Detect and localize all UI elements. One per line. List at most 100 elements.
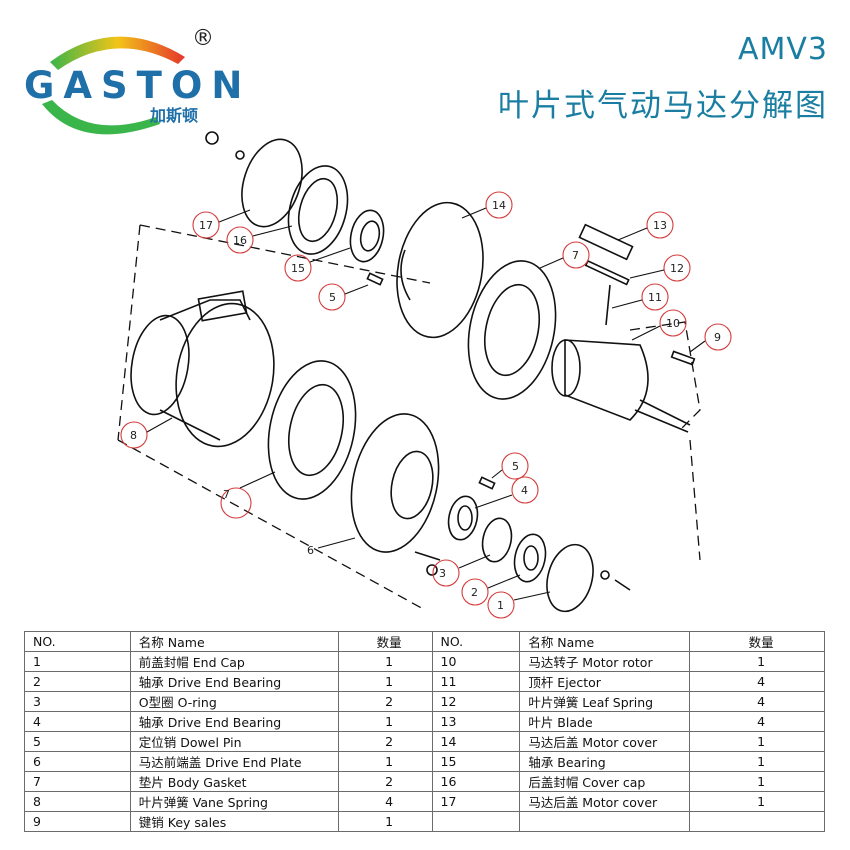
table-cell: 4 — [689, 711, 825, 732]
table-cell: 2 — [337, 691, 433, 712]
brand-name-cn: 加斯顿 — [150, 106, 199, 125]
table-cell: 5 — [24, 731, 131, 752]
svg-text:7: 7 — [223, 488, 230, 501]
table-cell: 7 — [24, 771, 131, 792]
header-qty: 数量 — [337, 631, 433, 652]
table-cell: 15 — [431, 751, 521, 772]
svg-text:10: 10 — [666, 317, 680, 330]
svg-text:5: 5 — [512, 460, 519, 473]
table-cell: 定位销 Dowel Pin — [129, 731, 339, 752]
table-cell: 9 — [24, 811, 131, 832]
table-cell: 前盖封帽 End Cap — [129, 651, 339, 672]
callout-7-lower: 7 — [220, 471, 276, 519]
part-7-gasket-lower — [267, 360, 357, 500]
callout-10: 10 — [631, 309, 687, 341]
callout-13: 13 — [617, 211, 674, 241]
table-cell: O型圈 O-ring — [129, 691, 339, 712]
part-15-bearing — [349, 209, 385, 263]
callout-8: 8 — [120, 417, 173, 449]
callout-3: 3 — [432, 554, 491, 587]
table-cell: 1 — [337, 671, 433, 692]
table-cell: 6 — [24, 751, 131, 772]
table-cell: 1 — [337, 751, 433, 772]
part-17-cover-disc — [241, 138, 303, 228]
svg-text:6: 6 — [307, 544, 314, 557]
callout-14: 14 — [461, 191, 513, 219]
table-cell: 1 — [24, 651, 131, 672]
svg-text:15: 15 — [291, 262, 305, 275]
callout-1: 1 — [487, 591, 551, 619]
table-cell: 马达转子 Motor rotor — [519, 651, 691, 672]
part-10-rotor — [564, 339, 649, 421]
svg-text:16: 16 — [233, 234, 247, 247]
table-cell: 马达后盖 Motor cover — [519, 791, 691, 812]
callout-11: 11 — [611, 283, 669, 311]
svg-text:12: 12 — [670, 262, 684, 275]
table-cell: 轴承 Drive End Bearing — [129, 711, 339, 732]
callout-5-lower: 5 — [491, 452, 529, 480]
header-name-2: 名称 Name — [519, 631, 691, 652]
table-cell: 1 — [689, 791, 825, 812]
table-cell — [431, 811, 521, 832]
table-cell: 11 — [431, 671, 521, 692]
table-cell: 4 — [24, 711, 131, 732]
part-1-end-cap — [546, 543, 594, 613]
callout-5-upper: 5 — [318, 283, 369, 311]
model-title: AMV3 — [737, 32, 828, 67]
header-no: NO. — [24, 631, 131, 652]
part-2-bearing — [513, 533, 547, 583]
table-cell: 顶杆 Ejector — [519, 671, 691, 692]
table-cell — [689, 811, 825, 832]
table-cell: 轴承 Bearing — [519, 751, 691, 772]
svg-text:17: 17 — [199, 219, 213, 232]
table-cell: 垫片 Body Gasket — [129, 771, 339, 792]
table-cell: 马达后盖 Motor cover — [519, 731, 691, 752]
svg-text:5: 5 — [329, 291, 336, 304]
svg-text:1: 1 — [497, 599, 504, 612]
svg-text:11: 11 — [648, 291, 662, 304]
table-cell: 8 — [24, 791, 131, 812]
table-cell: 14 — [431, 731, 521, 752]
svg-text:7: 7 — [572, 249, 579, 262]
callout-7-upper: 7 — [539, 241, 590, 269]
part-7-gasket-upper — [467, 260, 557, 400]
brand-logo — [42, 36, 185, 135]
svg-text:2: 2 — [471, 586, 478, 599]
table-cell: 叶片弹簧 Vane Spring — [129, 791, 339, 812]
part-6-drive-end-plate — [350, 413, 440, 553]
registered-mark: ® — [192, 26, 214, 51]
table-cell: 1 — [689, 751, 825, 772]
table-cell: 1 — [689, 651, 825, 672]
part-16-cover-cap — [287, 165, 349, 255]
diagram-title: 叶片式气动马达分解图 — [498, 88, 828, 124]
table-cell: 12 — [431, 691, 521, 712]
svg-text:14: 14 — [492, 199, 506, 212]
table-cell: 叶片 Blade — [519, 711, 691, 732]
brand-name: GASTON — [24, 64, 252, 107]
table-cell: 1 — [689, 771, 825, 792]
table-cell — [519, 811, 691, 832]
callout-9: 9 — [689, 323, 732, 353]
table-cell: 3 — [24, 691, 131, 712]
callout-6: 6 — [307, 537, 356, 557]
svg-text:3: 3 — [439, 567, 446, 580]
table-cell: 13 — [431, 711, 521, 732]
table-cell: 1 — [337, 651, 433, 672]
table-cell: 马达前端盖 Drive End Plate — [129, 751, 339, 772]
table-cell: 1 — [337, 711, 433, 732]
table-cell: 4 — [689, 691, 825, 712]
header-no-2: NO. — [431, 631, 521, 652]
callout-15: 15 — [284, 247, 351, 282]
svg-text:9: 9 — [714, 331, 721, 344]
part-14-motor-cover — [396, 201, 484, 339]
part-4-bearing — [447, 495, 479, 541]
table-cell: 2 — [24, 671, 131, 692]
callout-12: 12 — [629, 254, 691, 282]
callout-17: 17 — [192, 209, 251, 239]
table-cell: 1 — [689, 731, 825, 752]
